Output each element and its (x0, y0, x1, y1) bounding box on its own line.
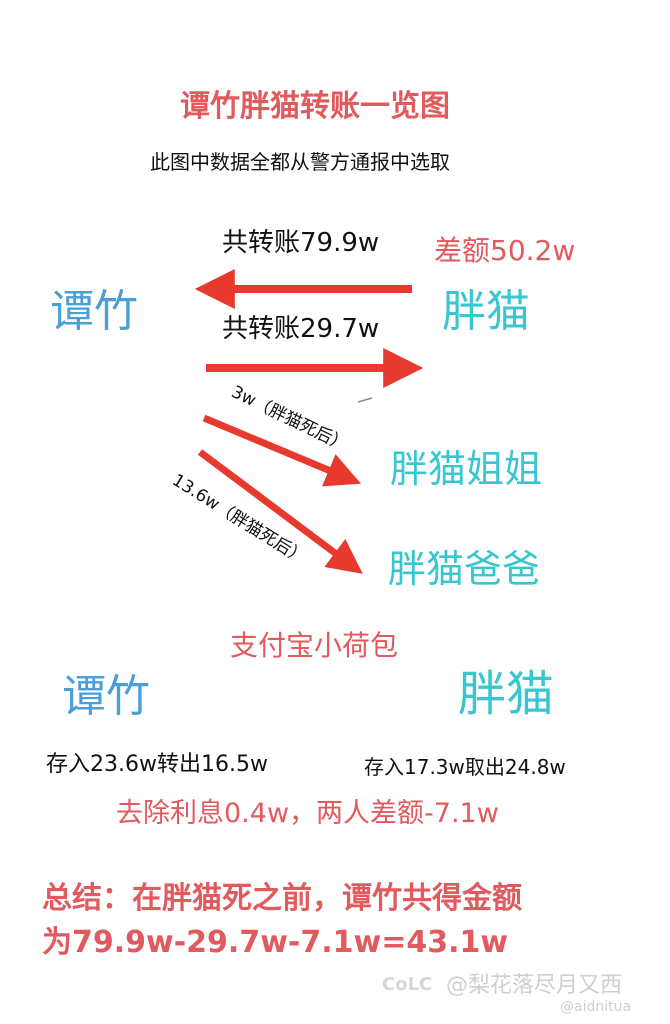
watermark-text: @梨花落尽月又西 (446, 973, 623, 998)
arrow-tanzhu-to-sister (202, 414, 362, 487)
watermark-subtext: @aidnitua (560, 999, 632, 1015)
transfer-to-pangmao-label: 共转账29.7w (222, 314, 380, 344)
small-dash-mark (357, 397, 373, 403)
pangmao-name-top: 胖猫 (442, 286, 530, 337)
father-name: 胖猫爸爸 (388, 547, 541, 591)
pangmao-name-alipay: 胖猫 (458, 666, 555, 722)
tanzhu-alipay-detail: 存入23.6w转出16.5w (46, 752, 268, 777)
pangmao-alipay-detail: 存入17.3w取出24.8w (364, 755, 566, 779)
tanzhu-name-top: 谭竹 (50, 286, 138, 337)
summary-line-1: 总结：在胖猫死之前，谭竹共得金额 (42, 881, 522, 916)
alipay-section-title: 支付宝小荷包 (230, 629, 399, 662)
summary-line-2: 为79.9w-29.7w-7.1w=43.1w (42, 925, 509, 960)
difference-label: 差额50.2w (434, 234, 576, 267)
sister-name: 胖猫姐姐 (390, 447, 543, 491)
watermark-logo-icon: CoLC (382, 974, 433, 995)
transfer-to-tanzhu-label: 共转账79.9w (222, 228, 380, 258)
interest-difference-line: 去除利息0.4w，两人差额-7.1w (116, 798, 499, 829)
page-title: 谭竹胖猫转账一览图 (180, 89, 450, 124)
arrow-tanzhu-to-father (197, 449, 363, 574)
tanzhu-name-alipay: 谭竹 (62, 671, 150, 722)
page-subtitle: 此图中数据全都从警方通报中选取 (150, 150, 450, 174)
